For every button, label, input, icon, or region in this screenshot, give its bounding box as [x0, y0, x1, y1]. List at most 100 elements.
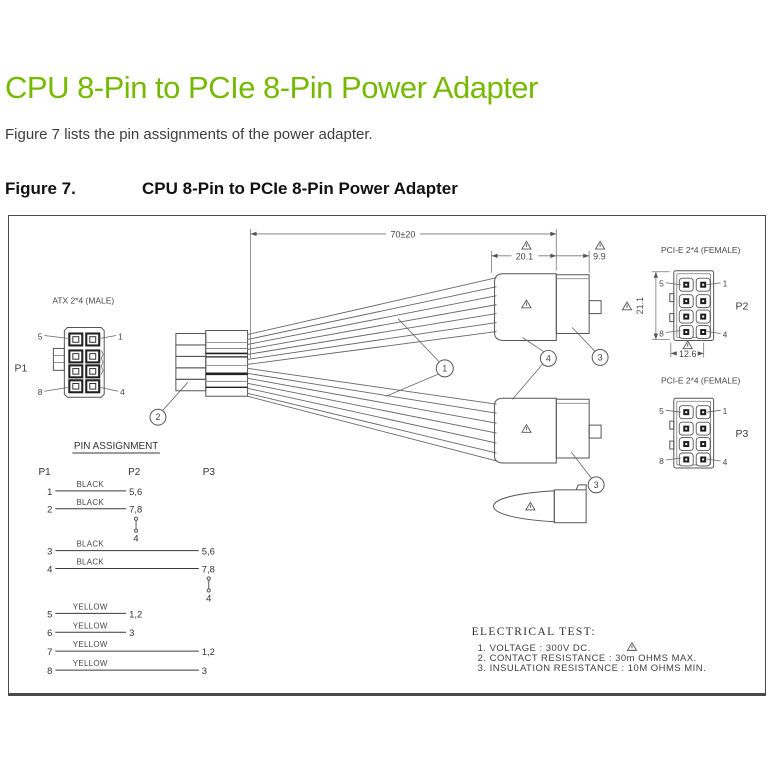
p3-cavity [695, 437, 711, 452]
dim-9-9: 9.9 [593, 251, 605, 261]
pin-row-8: 8 YELLOW 3 [47, 659, 207, 677]
pin-row-source: 5 [47, 609, 52, 620]
warning-triangle-icon [521, 240, 532, 250]
p3-pin-8: 8 [659, 456, 664, 466]
balloon-1 [435, 359, 454, 378]
pin-row-continuation: 4 [206, 593, 211, 604]
p2-ref: P2 [736, 302, 749, 313]
warning-triangle-icon [521, 424, 532, 433]
p3-ref: P3 [736, 429, 749, 440]
atx-ref: P1 [15, 363, 28, 374]
pin-table-header-p1: P1 [38, 467, 51, 478]
pin-table-header-p2: P2 [128, 467, 141, 478]
atx-pin [85, 349, 101, 364]
dimension-boot-length: 20.1 9.9 [491, 240, 606, 273]
wire-color: YELLOW [73, 659, 108, 668]
electrical-test-item-3: 3. INSULATION RESISTANCE : 10M OHMS MIN. [478, 663, 707, 674]
atx-connector-front-view: ATX 2*4 (MALE) P1 5 1 8 4 [15, 296, 125, 398]
p3-cavity [678, 452, 694, 467]
intro-text: Figure 7 lists the pin assignments of th… [5, 126, 373, 143]
p2-pin-4: 4 [723, 329, 728, 339]
figure-title: CPU 8-Pin to PCIe 8-Pin Power Adapter [142, 179, 458, 198]
warning-triangle-icon [521, 299, 532, 309]
pin-row-target: 5,6 [202, 547, 215, 558]
atx-pin-5: 5 [38, 331, 43, 341]
pin-row-7: 7 YELLOW 1,2 [47, 640, 215, 658]
atx-pin [68, 332, 84, 347]
p3-label: PCI-E 2*4 (FEMALE) [661, 375, 741, 385]
atx-label: ATX 2*4 (MALE) [52, 296, 114, 306]
pin-row-target: 5,6 [129, 487, 142, 498]
warning-triangle-icon [525, 501, 536, 511]
pin-row-source: 7 [47, 647, 52, 658]
electrical-test-item-1: 1. VOLTAGE : 300V DC. [478, 643, 591, 654]
pin-row-source: 2 [47, 505, 52, 516]
p3-cavity [678, 437, 694, 452]
atx-pin [85, 364, 101, 379]
atx-latch [52, 347, 65, 371]
balloon-3 [587, 476, 605, 494]
pin-row-target: 3 [129, 628, 134, 639]
wire-bundles: 1 [247, 277, 497, 462]
p2-pin-8: 8 [659, 328, 664, 338]
electrical-test-notes: ELECTRICAL TEST: 1. VOLTAGE : 300V DC. 2… [472, 626, 707, 674]
wire-color: YELLOW [73, 602, 108, 611]
balloon-4 [539, 349, 557, 367]
electrical-test-title: ELECTRICAL TEST: [472, 626, 596, 638]
atx-pin [68, 364, 84, 379]
p2-label: PCI-E 2*4 (FEMALE) [661, 245, 741, 255]
atx-pin [85, 332, 101, 347]
pcie-lower-side-view: 3 [494, 397, 605, 494]
wire-color: BLACK [76, 558, 104, 567]
figure-label: Figure 7. [5, 179, 76, 198]
balloon-1-number: 1 [442, 363, 447, 373]
p2-cavity [678, 277, 694, 292]
warning-triangle-icon [682, 340, 693, 350]
dim-21-1: 21.1 [635, 297, 645, 314]
pin-table-header-p3: P3 [203, 467, 216, 478]
atx-pin [68, 379, 84, 394]
warning-triangle-icon [621, 301, 633, 311]
pin-row-target: 1,2 [129, 609, 142, 620]
balloon-3-number: 3 [594, 480, 599, 490]
balloon-2 [149, 408, 167, 426]
pin-row-target: 3 [202, 666, 207, 677]
atx-pin [85, 379, 101, 394]
atx-pin-1: 1 [118, 331, 123, 341]
p3-pin-1: 1 [723, 406, 728, 416]
atx-pin [68, 349, 84, 364]
p3-cavity [678, 405, 694, 420]
pin-row-source: 6 [47, 628, 52, 639]
page-title: CPU 8-Pin to PCIe 8-Pin Power Adapter [5, 70, 538, 105]
pin-row-4: 4 BLACK 7,8 4 [47, 558, 215, 605]
pin-assignment-table: PIN ASSIGNMENT P1 P2 P3 1 BLACK 5,6 2 BL… [38, 441, 215, 677]
p3-cavity [695, 421, 711, 436]
figure-border: ATX 2*4 (MALE) P1 5 1 8 4 [8, 215, 766, 696]
p2-cavity [695, 309, 711, 324]
pin-row-source: 3 [47, 547, 52, 558]
pin-row-5: 5 YELLOW 1,2 [47, 602, 142, 620]
dim-20-1: 20.1 [516, 251, 533, 261]
pin-row-source: 1 [47, 487, 52, 498]
balloon-2-number: 2 [155, 412, 160, 422]
pin-row-source: 4 [47, 565, 52, 576]
p2-pin-1: 1 [723, 279, 728, 289]
pin-row-1: 1 BLACK 5,6 [47, 480, 142, 498]
dim-12-6: 12.6 [679, 349, 696, 359]
p2-pin-5: 5 [659, 279, 664, 289]
dimension-cable-length: 70±20 [250, 228, 557, 359]
balloon-3 [591, 348, 609, 366]
warning-triangle-icon [595, 240, 606, 250]
p3-cavity [678, 421, 694, 436]
pcie-connector-profile-view [493, 484, 587, 524]
warning-triangle-icon [626, 642, 638, 651]
balloon-3-number: 3 [598, 352, 603, 362]
cable-connector-side-view: 2 [149, 330, 249, 426]
pin-row-2: 2 BLACK 7,8 4 [47, 498, 142, 545]
dim-70-20: 70±20 [391, 229, 416, 239]
p2-cavity [678, 294, 694, 309]
continuation-link-icon [206, 576, 211, 593]
pcie-p3-front-view: PCI-E 2*4 (FEMALE) 5 1 8 4 P3 [659, 375, 749, 469]
wire-color: YELLOW [73, 621, 108, 630]
pin-row-target: 7,8 [129, 505, 142, 516]
